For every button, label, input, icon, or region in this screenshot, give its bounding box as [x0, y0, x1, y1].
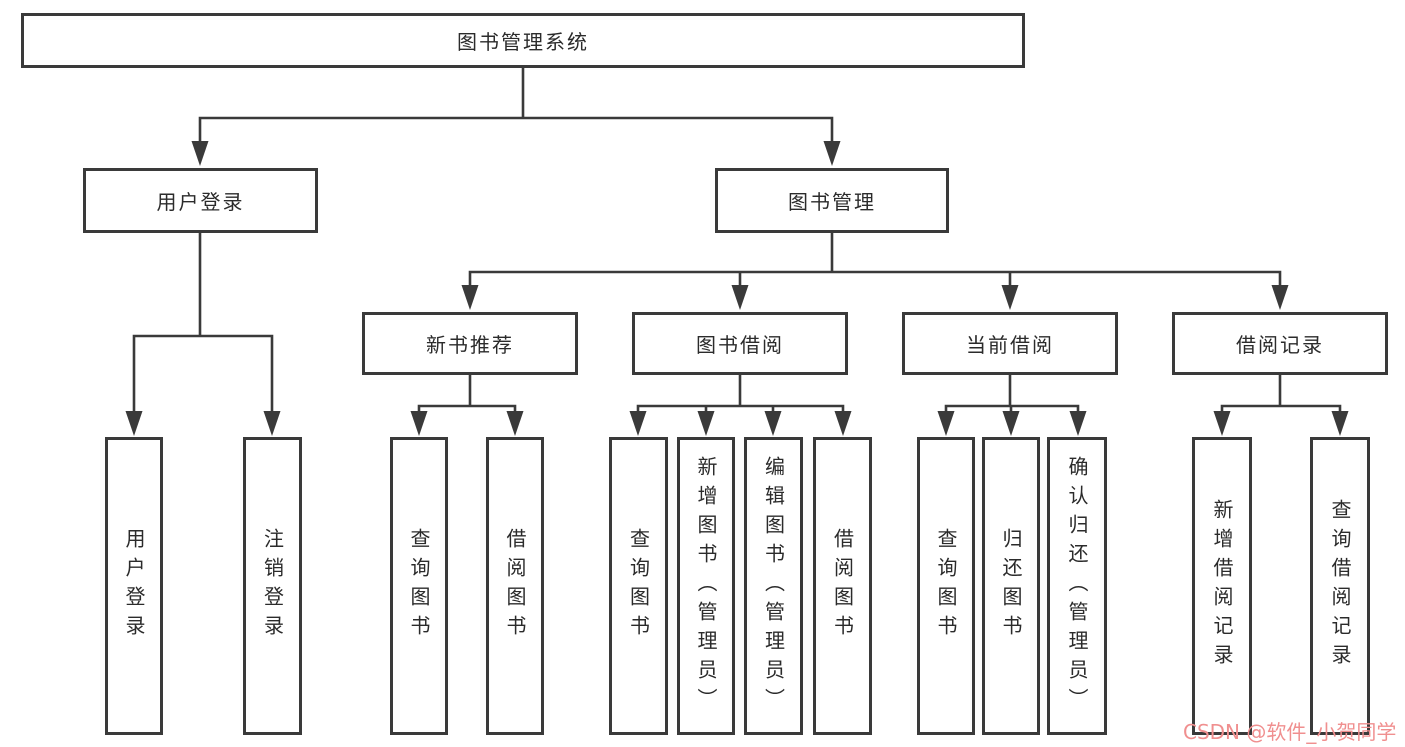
leaf-query-books-borrow: 查询图书: [609, 437, 668, 735]
node-new-book-recommend: 新书推荐: [362, 312, 578, 375]
node-current-borrow: 当前借阅: [902, 312, 1118, 375]
leaf-add-books-admin: 新增图书（管理员）: [677, 437, 735, 735]
leaf-query-books-recommend: 查询图书: [390, 437, 448, 735]
leaf-logout: 注销登录: [243, 437, 302, 735]
node-user-login: 用户登录: [83, 168, 318, 233]
node-root-library-system: 图书管理系统: [21, 13, 1025, 68]
leaf-user-login: 用户登录: [105, 437, 163, 735]
leaf-query-borrow-record: 查询借阅记录: [1310, 437, 1370, 735]
node-book-borrow: 图书借阅: [632, 312, 848, 375]
leaf-edit-books-admin: 编辑图书（管理员）: [744, 437, 803, 735]
leaf-confirm-return-admin: 确认归还（管理员）: [1047, 437, 1107, 735]
node-borrow-records: 借阅记录: [1172, 312, 1388, 375]
leaf-return-books: 归还图书: [982, 437, 1040, 735]
node-book-management: 图书管理: [715, 168, 949, 233]
arrowheads: [125, 141, 1349, 436]
leaf-query-books-current: 查询图书: [917, 437, 975, 735]
leaf-borrow-books: 借阅图书: [813, 437, 872, 735]
csdn-watermark: CSDN @软件_小贺同学: [1183, 720, 1397, 744]
leaf-borrow-books-recommend: 借阅图书: [486, 437, 544, 735]
leaf-add-borrow-record: 新增借阅记录: [1192, 437, 1252, 735]
